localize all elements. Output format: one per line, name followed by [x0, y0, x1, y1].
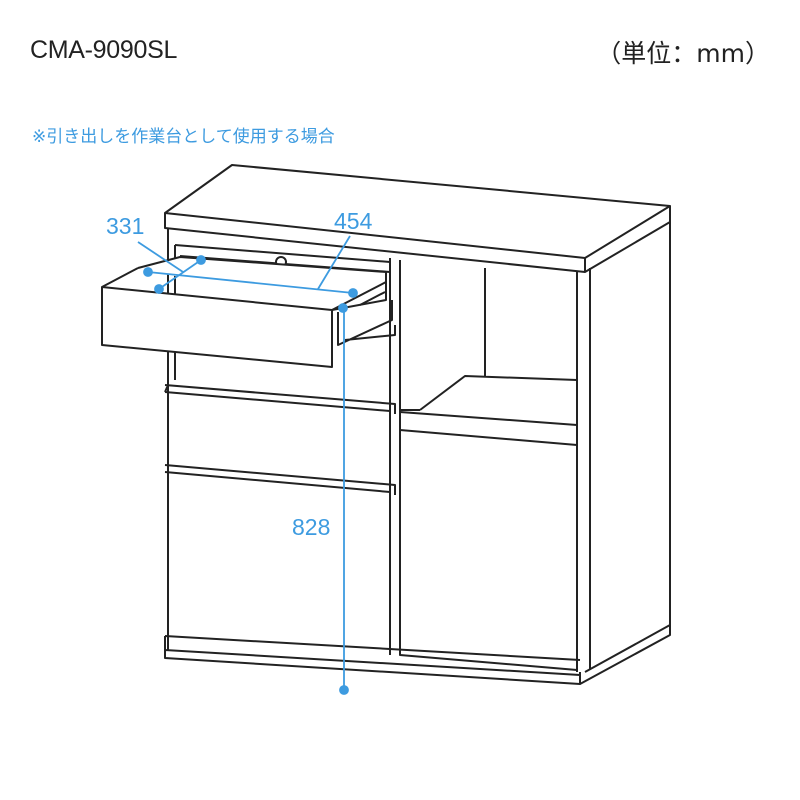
- top-slab: [164, 164, 671, 259]
- usage-note: ※引き出しを作業台として使用する場合: [32, 127, 335, 147]
- drawer-2: [164, 384, 396, 414]
- width-dim-line: [147, 271, 354, 294]
- plinth: [164, 622, 671, 685]
- unit-label: （単位：mm）: [596, 39, 770, 68]
- drawer-3: [164, 464, 396, 495]
- width-dimension-label: 454: [334, 208, 373, 234]
- depth-leader: [137, 241, 184, 273]
- open-shelf: [400, 268, 578, 411]
- cabinet-body: [167, 222, 671, 673]
- right-door: [399, 411, 578, 671]
- depth-dim-line: [158, 259, 202, 290]
- height-dimension-label: 828: [292, 514, 331, 541]
- depth-dimension-label: 331: [106, 213, 145, 239]
- model-name: CMA-9090SL: [30, 36, 178, 64]
- width-leader: [317, 235, 351, 290]
